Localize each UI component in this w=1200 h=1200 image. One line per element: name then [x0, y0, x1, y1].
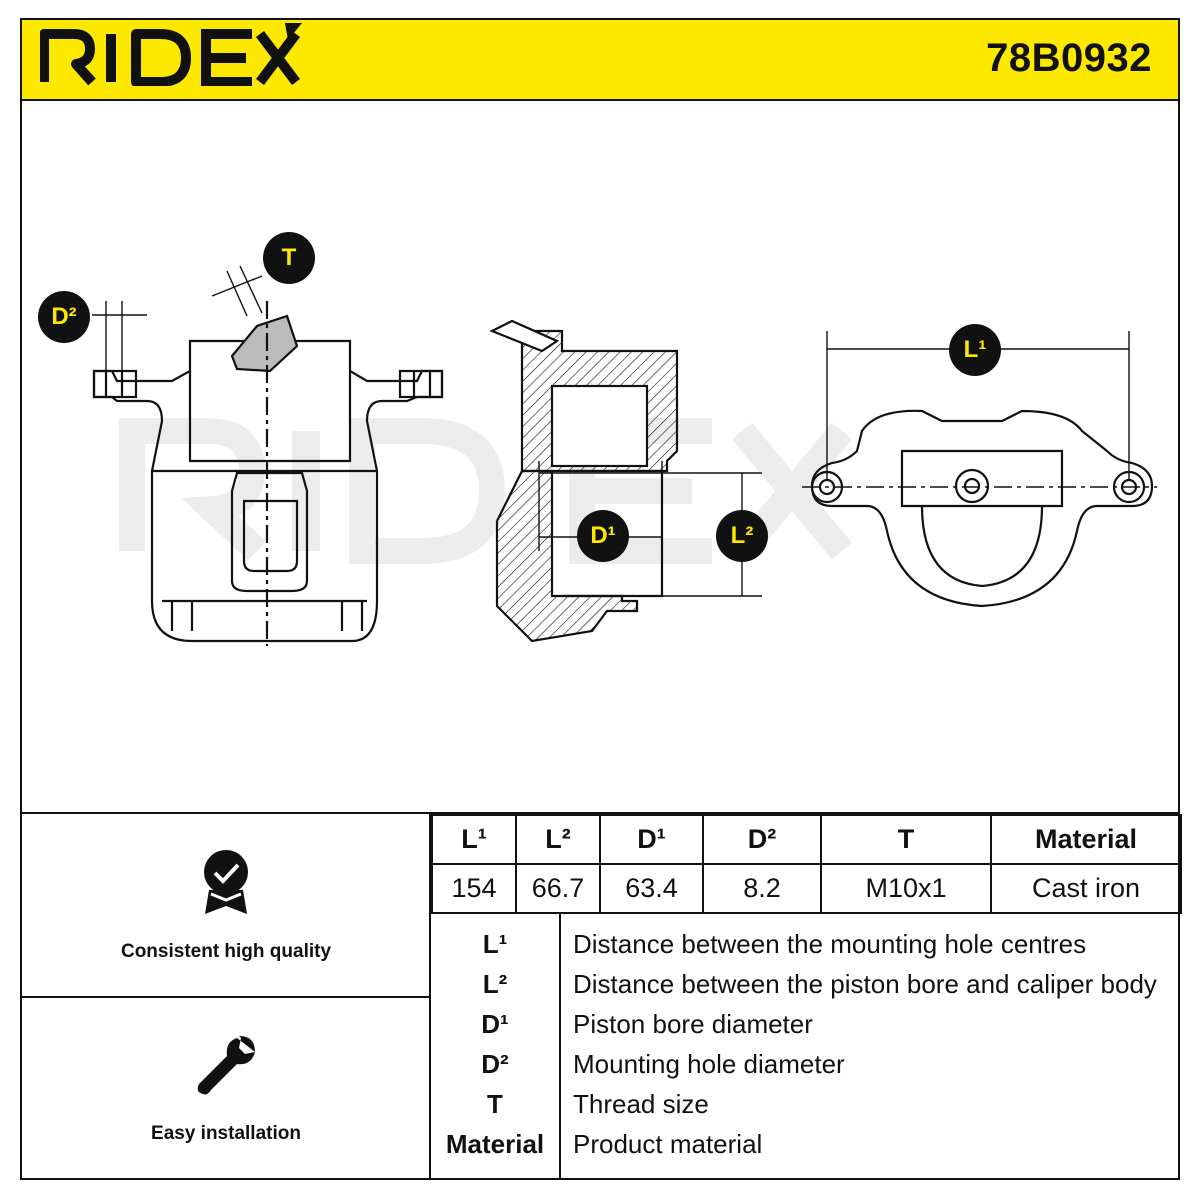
callout-t: T: [263, 232, 315, 284]
spec-header-t: T: [820, 814, 992, 865]
callout-l1: L¹: [949, 324, 1001, 376]
legend-row: L¹ Distance between the mounting hole ce…: [431, 926, 1180, 966]
spec-header-l2: L²: [515, 814, 601, 865]
spec-header-row: L¹ L² D¹ D² T Material: [431, 814, 1182, 865]
technical-drawing: [92, 265, 1157, 646]
part-number: 78B0932: [986, 36, 1152, 80]
legend-desc: Product material: [573, 1129, 763, 1159]
caliper-section-view: [489, 319, 762, 643]
legend-key: D²: [481, 1049, 509, 1079]
legend-key: T: [487, 1089, 503, 1119]
legend-desc: Distance between the mounting hole centr…: [573, 929, 1087, 959]
legend-desc: Mounting hole diameter: [573, 1049, 845, 1079]
legend-desc: Piston bore diameter: [573, 1009, 813, 1039]
callout-d1: D¹: [577, 510, 629, 562]
feature-label: Consistent high quality: [120, 941, 332, 962]
ridex-logo: [40, 23, 302, 86]
spec-value-row: 154 66.7 63.4 8.2 M10x1 Cast iron: [431, 863, 1182, 914]
legend-row: Material Product material: [431, 1126, 1180, 1166]
legend-row: D² Mounting hole diameter: [431, 1046, 1180, 1086]
spec-value-t: M10x1: [820, 863, 992, 914]
callout-d2: D²: [38, 291, 90, 343]
features-divider: [22, 996, 430, 998]
quality-badge-icon: [204, 850, 248, 914]
legend-key: L²: [482, 969, 508, 999]
legend-row: T Thread size: [431, 1086, 1180, 1126]
legend-desc: Thread size: [573, 1089, 709, 1119]
spec-header-l1: L¹: [431, 814, 517, 865]
legend-key: Material: [445, 1129, 545, 1159]
panel-separator: [429, 814, 431, 1180]
spec-header-d2: D²: [702, 814, 822, 865]
legend-divider: [559, 912, 561, 1178]
spec-value-d2: 8.2: [702, 863, 822, 914]
callout-l2: L²: [716, 510, 768, 562]
spec-value-l1: 154: [431, 863, 517, 914]
caliper-front-view: [92, 265, 444, 646]
spec-value-l2: 66.7: [515, 863, 601, 914]
legend-key: D¹: [481, 1009, 509, 1039]
legend-row: L² Distance between the piston bore and …: [431, 966, 1180, 1006]
spec-value-d1: 63.4: [599, 863, 704, 914]
spec-table: L¹ L² D¹ D² T Material 154 66.7 63.4 8.2…: [431, 814, 1182, 914]
legend-desc: Distance between the piston bore and cal…: [573, 969, 1157, 999]
features-panel: Consistent high quality Easy installatio…: [22, 814, 430, 1178]
spec-value-material: Cast iron: [990, 863, 1182, 914]
feature-quality: Consistent high quality: [22, 848, 430, 963]
feature-installation: Easy installation: [22, 1032, 430, 1145]
spec-header-material: Material: [990, 814, 1182, 865]
legend-row: D¹ Piston bore diameter: [431, 1006, 1180, 1046]
wrench-icon: [197, 1036, 255, 1095]
spec-header-d1: D¹: [599, 814, 704, 865]
legend: L¹ Distance between the mounting hole ce…: [431, 912, 1180, 1180]
section-divider: [20, 812, 1180, 814]
feature-label: Easy installation: [151, 1123, 301, 1144]
legend-key: L¹: [482, 929, 508, 959]
